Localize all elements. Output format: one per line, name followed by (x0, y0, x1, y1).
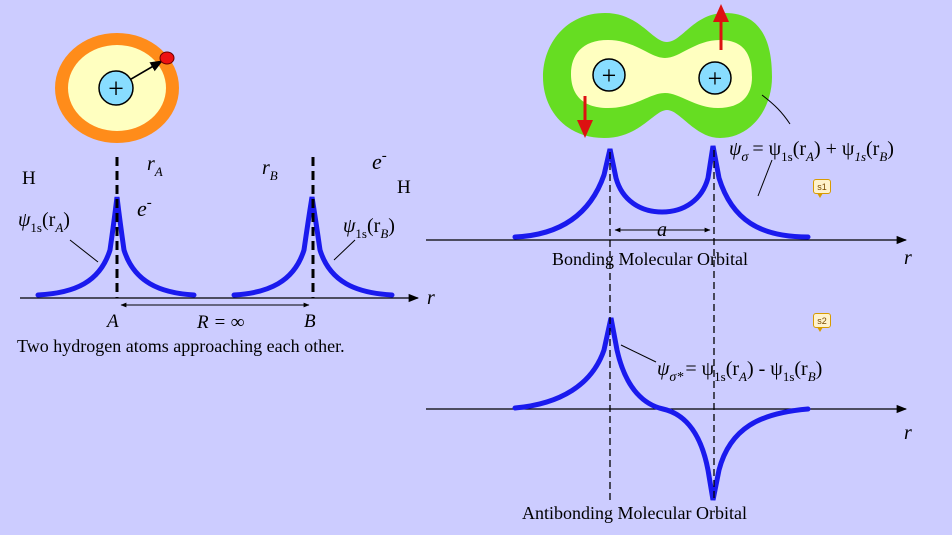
nucleus-B-plus: + (708, 64, 723, 93)
label-H-right: H (397, 177, 411, 198)
bonding-formula-pointer-2 (757, 159, 773, 197)
bonding-formula: ψσ= ψ1s(rA) + ψ1s(rB) (729, 138, 894, 165)
hydrogen-atom: + (55, 33, 179, 143)
spin-up-arrow-icon (713, 4, 729, 22)
speaker-note-s1-badge[interactable]: s1 (813, 179, 831, 198)
nucleus-icon (98, 70, 134, 106)
antibonding-axis-r-label: r (904, 422, 912, 444)
label-psi-A: ψ1s(rA) (18, 209, 70, 235)
nucleus-plus: + (108, 74, 124, 105)
bonding-axis-r-label: r (904, 247, 912, 269)
label-H-left: H (22, 168, 36, 189)
label-rA: rA (147, 153, 163, 179)
antibonding-caption: Antibonding Molecular Orbital (522, 503, 747, 523)
bonding-formula-pointer (761, 94, 791, 125)
psi-A-curve (35, 196, 197, 298)
spin-down-arrow-icon (577, 120, 593, 138)
psi-A-pointer (69, 239, 99, 263)
psi-B-curve (231, 196, 395, 298)
antibonding-formula-pointer (620, 344, 657, 363)
label-psi-B: ψ1s(rB) (343, 215, 395, 241)
electron-radius-arrow (125, 60, 164, 83)
point-A-label: A (105, 311, 119, 332)
bonding-a-label: a (657, 219, 667, 241)
label-rB: rB (262, 157, 278, 183)
nucleus-A-plus: + (602, 61, 617, 90)
separated-atoms-graph: H H rA rB e- e- ψ1s(rA) ψ1s(rB) r A B R … (17, 148, 435, 356)
label-electron-right: e- (372, 148, 387, 174)
speaker-note-s2-badge[interactable]: s2 (813, 313, 831, 332)
bonding-caption: Bonding Molecular Orbital (552, 249, 748, 269)
electron-icon (159, 51, 175, 65)
psi-B-pointer (333, 239, 356, 261)
label-electron-left: e- (137, 195, 152, 221)
point-B-label: B (304, 311, 316, 332)
nucleus-B-icon (698, 61, 732, 95)
bonding-orbital-graph: ψσ= ψ1s(rA) + ψ1s(rB) a r Bonding Molecu… (426, 138, 912, 269)
bonding-curve (512, 145, 811, 240)
separation-label: R = ∞ (196, 312, 244, 333)
nucleus-A-icon (592, 58, 626, 92)
antibonding-curve (512, 317, 811, 501)
left-axis-r-label: r (427, 287, 435, 309)
left-caption: Two hydrogen atoms approaching each othe… (17, 336, 345, 356)
h2-molecule: + + (543, 4, 791, 138)
antibonding-formula: ψσ*= ψ1s(rA) - ψ1s(rB) (657, 358, 822, 385)
antibonding-orbital-graph: ψσ*= ψ1s(rA) - ψ1s(rB) r Antibonding Mol… (426, 317, 912, 523)
